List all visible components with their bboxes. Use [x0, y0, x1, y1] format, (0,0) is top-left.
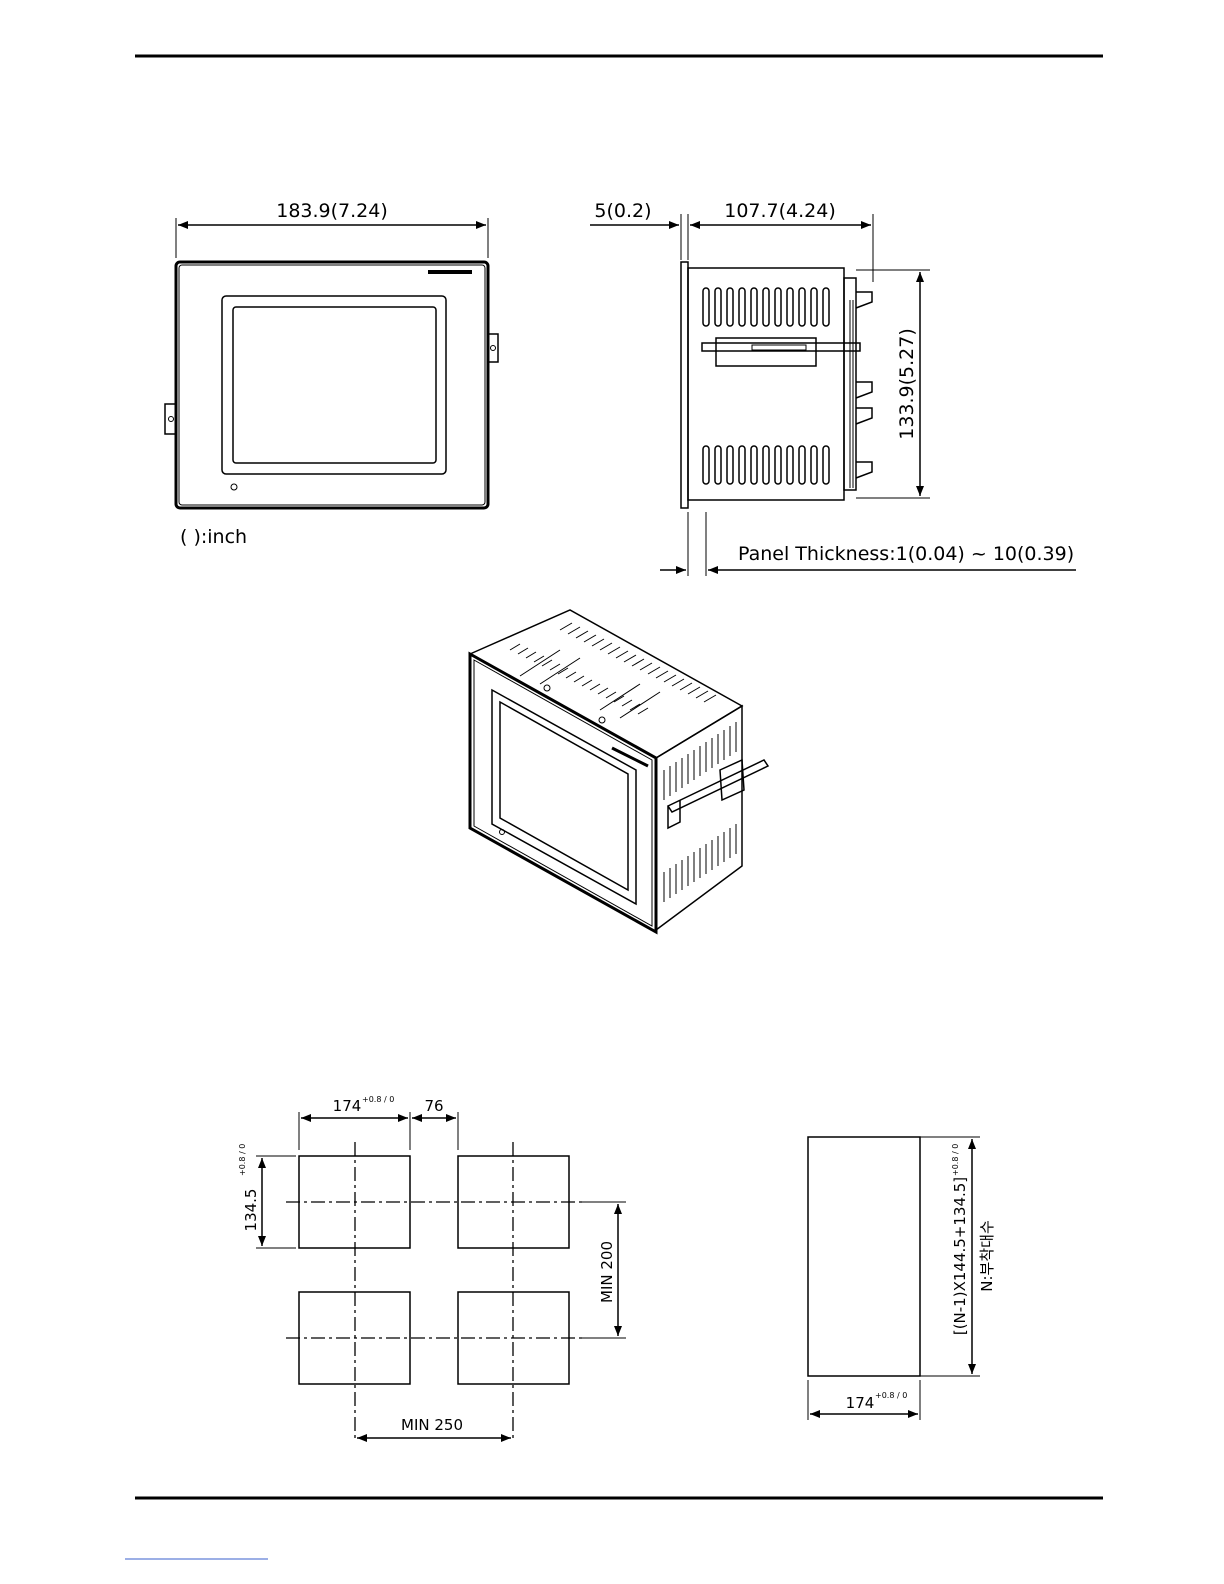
side-view: 5(0.2) 107.7(4.24) — [590, 200, 1076, 576]
unit-note: ( ):inch — [180, 526, 247, 548]
brand-logo — [428, 270, 472, 274]
front-view: 183.9(7.24) ( ):inch — [165, 200, 498, 548]
stacked-width-tolerance: +0.8 / 0 — [875, 1391, 907, 1400]
array-width-tolerance: +0.8 / 0 — [362, 1095, 394, 1104]
display-screen — [233, 307, 436, 463]
side-vents-top — [703, 288, 829, 326]
stacked-width-label: 174 — [846, 1394, 875, 1412]
min-horizontal-pitch-label: MIN 250 — [401, 1416, 463, 1434]
height-label: 133.9(5.27) — [896, 328, 918, 440]
side-mount-bracket — [716, 338, 816, 366]
side-front-plate — [681, 262, 688, 508]
iso-side-vents — [664, 722, 736, 902]
depth-label: 107.7(4.24) — [724, 200, 836, 222]
iso-top-face — [470, 610, 742, 758]
stacked-height-formula: [(N-1)X144.5+134.5] — [951, 1177, 969, 1335]
cutout-array: 174 +0.8 / 0 76 134.5 +0.8 / 0 MIN 200 M… — [238, 1095, 626, 1440]
side-body — [688, 268, 844, 500]
cutout-single: [(N-1)X144.5+134.5] +0.8 / 0 N:부착대수 174 … — [808, 1137, 996, 1420]
front-width-label: 183.9(7.24) — [276, 200, 388, 222]
iso-mount-bracket — [668, 760, 768, 828]
array-height-label: 134.5 — [242, 1189, 260, 1232]
min-vertical-pitch-label: MIN 200 — [598, 1241, 616, 1303]
array-height-tolerance: +0.8 / 0 — [238, 1144, 247, 1176]
array-gap-label: 76 — [424, 1097, 443, 1115]
mount-tab-left — [165, 404, 176, 434]
stacked-height-tolerance: +0.8 / 0 — [951, 1144, 960, 1176]
iso-display-frame — [492, 690, 636, 904]
iso-top-vents — [510, 623, 716, 718]
stacked-count-note: N:부착대수 — [978, 1220, 996, 1291]
side-vents-bottom — [703, 446, 829, 484]
panel-thickness-label: Panel Thickness:1(0.04) ~ 10(0.39) — [738, 543, 1074, 565]
array-width-label: 174 — [333, 1097, 362, 1115]
display-frame — [222, 296, 446, 474]
power-led-icon — [231, 484, 237, 490]
iso-side-face — [656, 706, 742, 930]
isometric-view — [470, 610, 768, 932]
cutout-stacked — [808, 1137, 920, 1376]
bezel-thickness-label: 5(0.2) — [594, 200, 651, 222]
